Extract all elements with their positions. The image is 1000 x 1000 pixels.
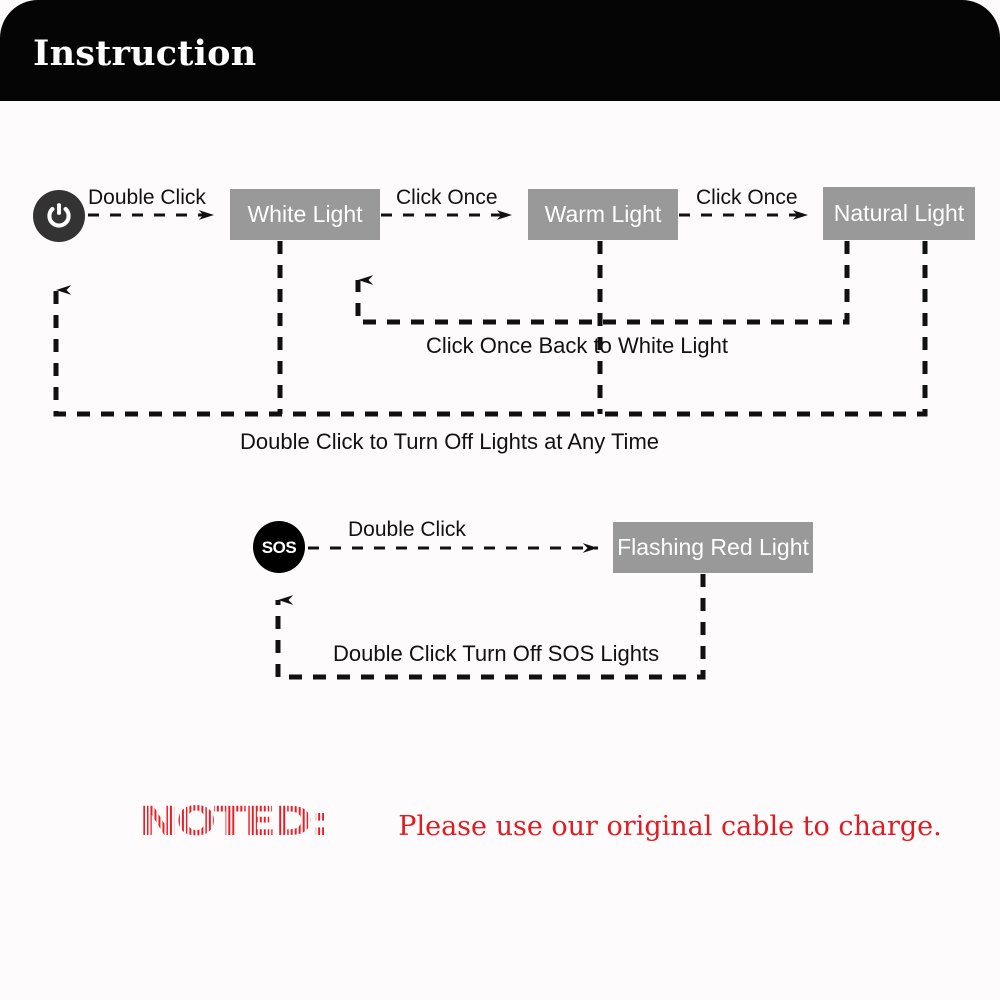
note-keyword: NOTED: [139, 799, 329, 845]
edge-label-power-to-white: Double Click [88, 186, 206, 209]
header-bar: Instruction [0, 0, 1000, 101]
edge-label-white-to-warm: Click Once [396, 186, 498, 209]
edge-turn-off-all [53, 241, 928, 417]
caption-turn-off-sos: Double Click Turn Off SOS Lights [333, 641, 660, 666]
power-icon [47, 203, 71, 228]
caption-turn-off-all-lights: Double Click to Turn Off Lights at Any T… [240, 429, 660, 454]
edge-label-warm-to-natural: Click Once [696, 186, 798, 209]
state-warm-light[interactable]: Warm Light [528, 189, 678, 240]
power-button[interactable] [33, 190, 85, 242]
sos-button[interactable]: SOS [253, 521, 305, 573]
sos-button-label: SOS [261, 537, 297, 557]
edge-label-sos-to-flash: Double Click [348, 518, 466, 541]
edge-turn-off-sos [275, 574, 706, 680]
state-white-light[interactable]: White Light [230, 189, 380, 240]
note-row: NOTED: Please use our original cable to … [139, 802, 942, 842]
state-natural-light[interactable]: Natural Light [823, 187, 975, 240]
caption-back-to-white: Click Once Back to White Light [426, 333, 729, 358]
note-message: Please use our original cable to charge. [398, 811, 942, 842]
page-title: Instruction [33, 33, 257, 74]
state-flashing-red-light[interactable]: Flashing Red Light [613, 522, 813, 573]
